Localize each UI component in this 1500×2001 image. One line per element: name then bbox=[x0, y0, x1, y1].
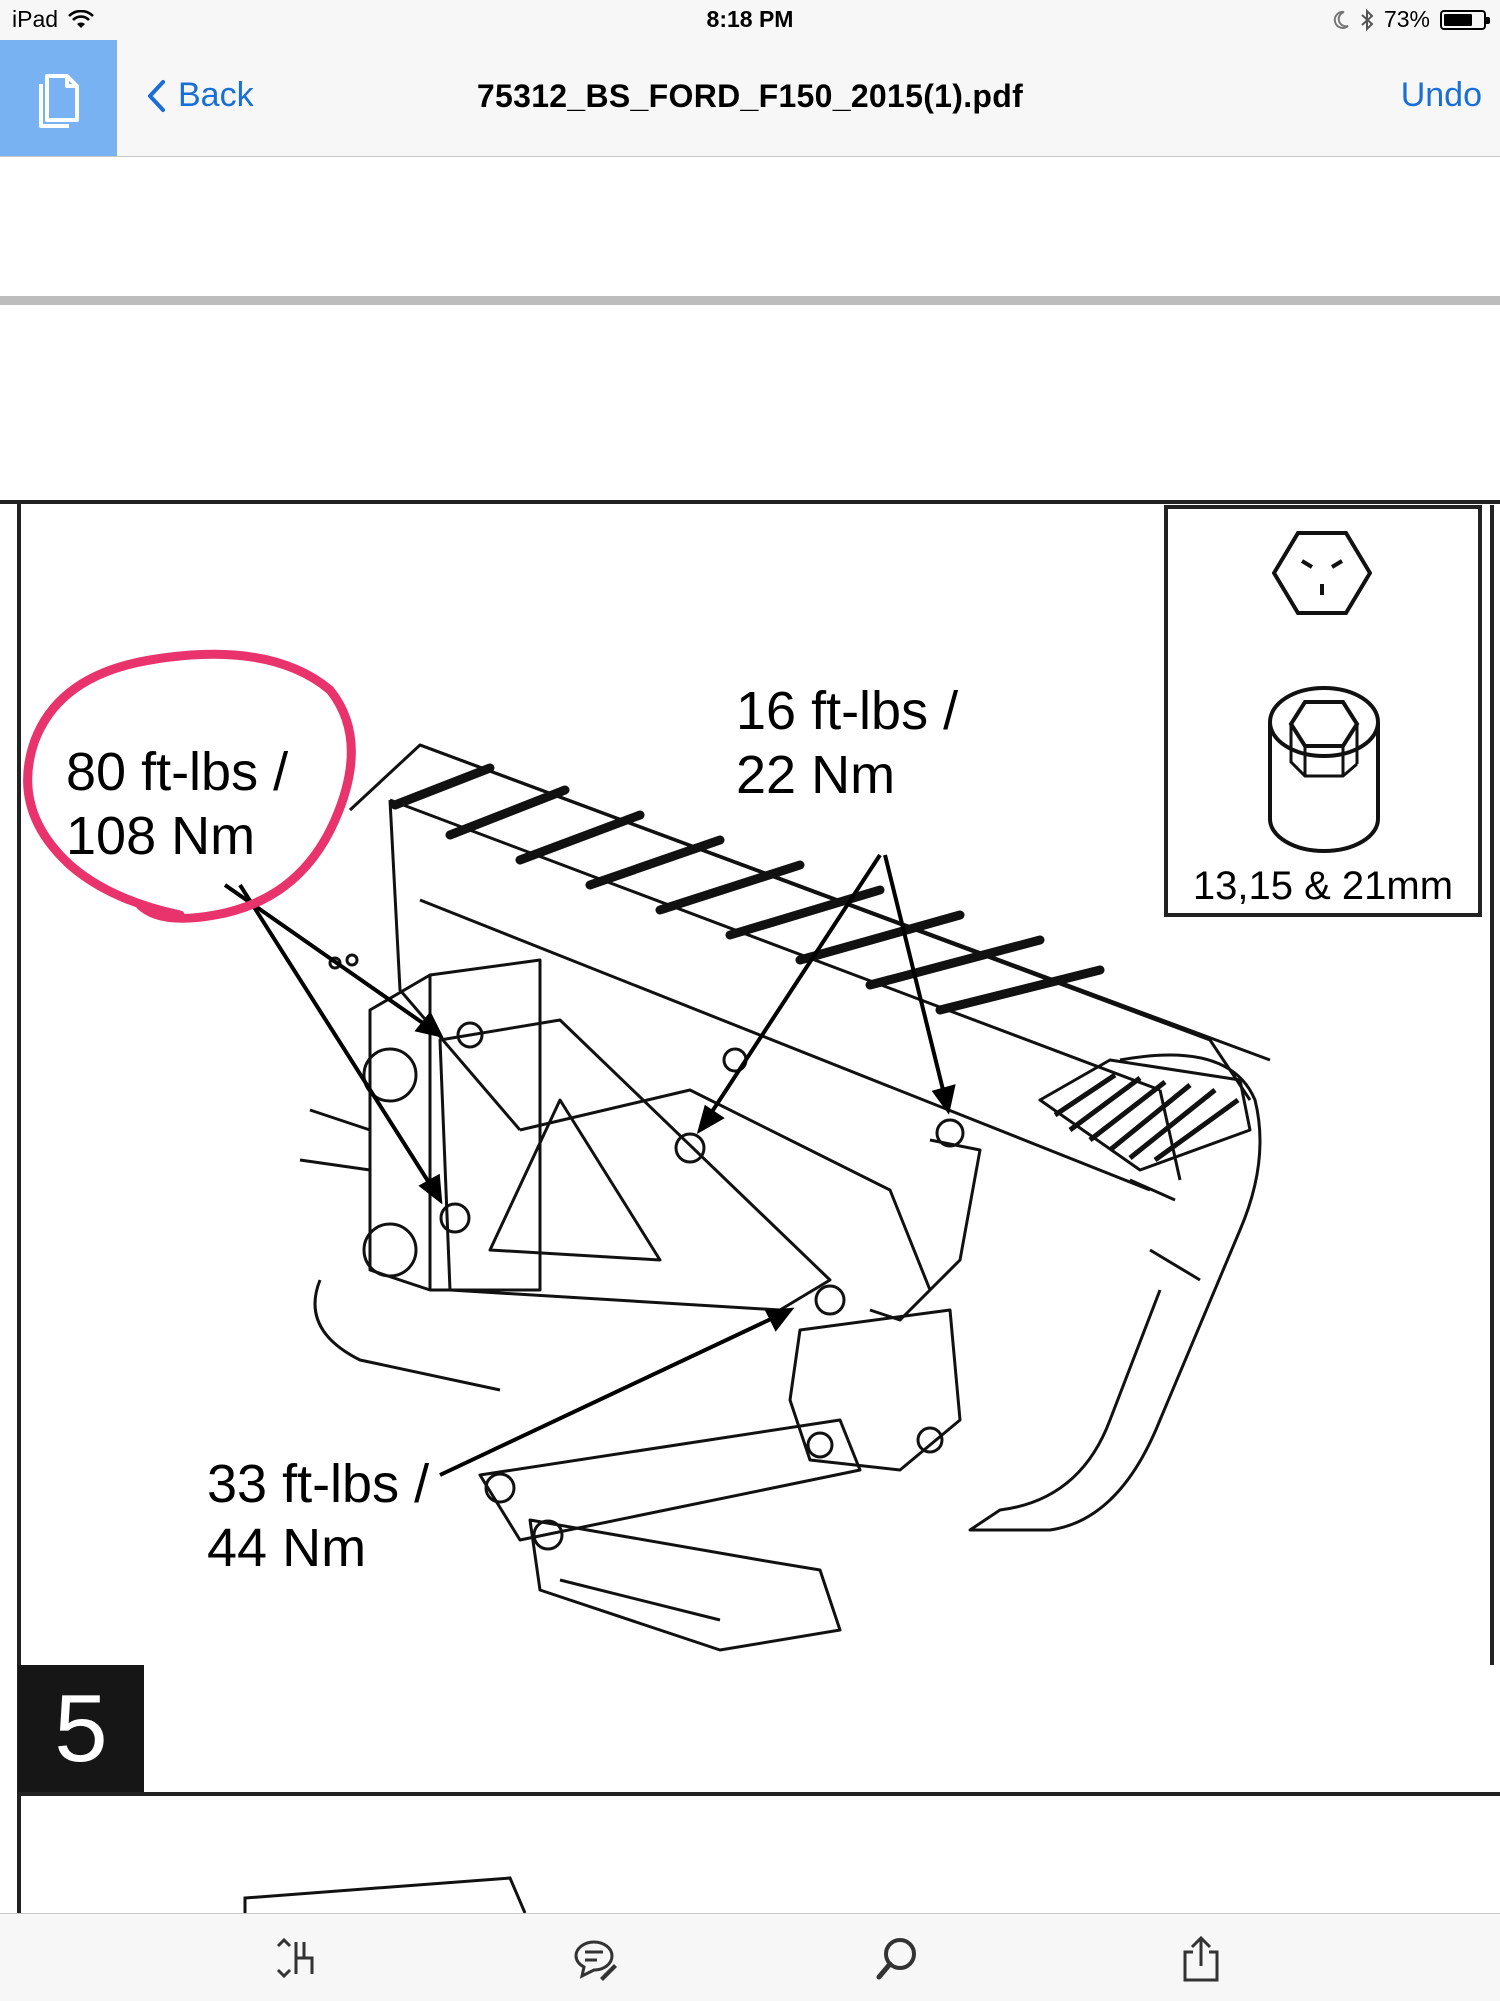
torque-ftlbs: 16 ft-lbs / bbox=[736, 681, 959, 741]
figure-frame-bottom bbox=[17, 1792, 1500, 1796]
figure-frame-right bbox=[1490, 505, 1494, 1665]
torque-nm: 44 Nm bbox=[207, 1518, 367, 1578]
battery-icon bbox=[1440, 9, 1490, 30]
bottom-toolbar bbox=[0, 1913, 1500, 2001]
torque-callout-bottom-left: 33 ft-lbs / 44 Nm bbox=[207, 1452, 429, 1580]
status-bar: iPad 8:18 PM 73% bbox=[0, 0, 1500, 40]
wifi-icon bbox=[68, 9, 94, 28]
chevron-left-icon bbox=[148, 79, 165, 112]
back-label: Back bbox=[178, 76, 254, 114]
device-name: iPad bbox=[12, 6, 59, 32]
nav-bar: Back 75312_BS_FORD_F150_2015(1).pdf Undo bbox=[0, 40, 1500, 157]
tools-box: 13,15 & 21mm bbox=[1164, 505, 1482, 917]
status-right: 73% bbox=[1332, 6, 1490, 33]
document-title: 75312_BS_FORD_F150_2015(1).pdf bbox=[476, 78, 1024, 114]
battery-nub bbox=[1486, 16, 1490, 24]
page-separator bbox=[0, 296, 1500, 305]
socket-icon bbox=[1268, 686, 1380, 853]
torque-ftlbs: 33 ft-lbs / bbox=[207, 1454, 430, 1514]
moon-icon bbox=[1333, 10, 1349, 29]
torque-nm: 108 Nm bbox=[66, 806, 256, 866]
hex-bolt-icon bbox=[1272, 531, 1372, 615]
highlight-circle bbox=[23, 649, 356, 923]
figure-frame-left bbox=[17, 500, 21, 1920]
search-icon[interactable] bbox=[874, 1934, 922, 1982]
bluetooth-icon bbox=[1361, 8, 1374, 31]
page-thumbnails-icon[interactable] bbox=[272, 1934, 320, 1982]
battery-level bbox=[1444, 13, 1472, 26]
annotate-icon[interactable] bbox=[570, 1934, 618, 1982]
clock: 8:18 PM bbox=[706, 6, 794, 32]
document-button[interactable] bbox=[0, 40, 117, 156]
torque-ftlbs: 80 ft-lbs / bbox=[66, 742, 289, 802]
torque-callout-top-center: 16 ft-lbs / 22 Nm bbox=[736, 679, 958, 807]
back-button[interactable]: Back bbox=[146, 76, 254, 115]
torque-nm: 22 Nm bbox=[736, 745, 896, 805]
next-figure-preview bbox=[243, 1876, 527, 1913]
figure-frame-top bbox=[0, 500, 1500, 504]
battery-percent: 73% bbox=[1383, 6, 1430, 32]
torque-callout-top-left: 80 ft-lbs / 108 Nm bbox=[66, 740, 288, 868]
document-icon bbox=[38, 74, 79, 128]
tool-sizes: 13,15 & 21mm bbox=[1192, 864, 1454, 908]
share-icon[interactable] bbox=[1177, 1934, 1225, 1982]
status-left: iPad bbox=[12, 6, 94, 33]
step-number: 5 bbox=[18, 1665, 144, 1792]
undo-button[interactable]: Undo bbox=[1400, 76, 1482, 114]
